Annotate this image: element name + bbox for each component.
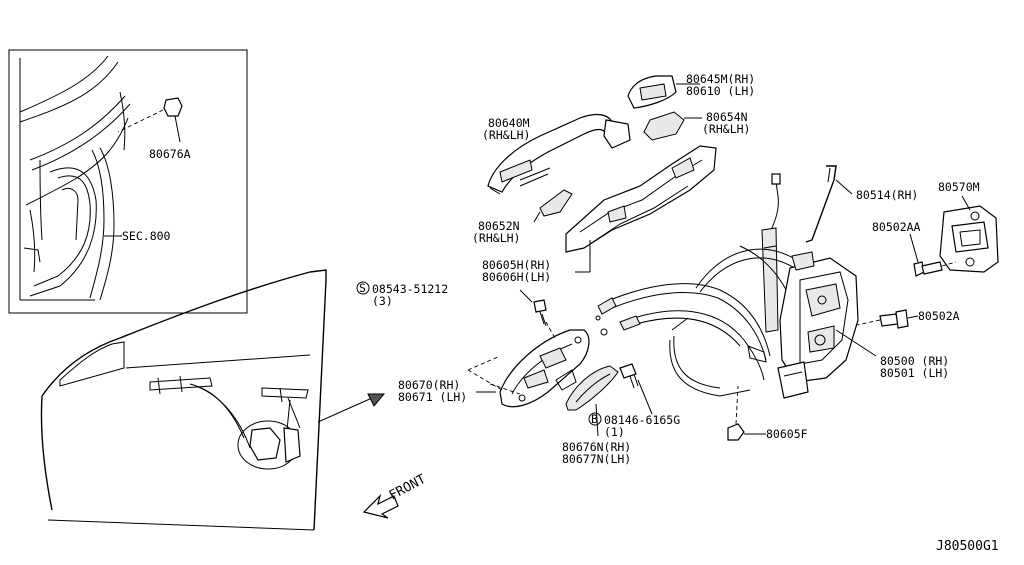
clip-80676A-icon — [163, 97, 183, 117]
inset-frame — [8, 49, 248, 314]
bolt-80502AA — [909, 233, 957, 277]
label-08146: 08146-6165G — [604, 413, 680, 427]
label-80652N-side: (RH&LH) — [472, 231, 520, 245]
outside-handle-80640M — [487, 113, 631, 195]
label-08146-qty: (1) — [604, 425, 625, 439]
inset-detail: 80676A SEC.800 — [8, 49, 248, 314]
front-label: FRONT — [387, 472, 429, 504]
label-sec800: SEC.800 — [122, 229, 171, 243]
gasket-80654N — [643, 111, 702, 141]
screw-marker: S — [359, 281, 366, 295]
label-80501: 80501 (LH) — [880, 366, 949, 380]
gasket-80652N — [533, 189, 573, 223]
label-80654N-side: (RH&LH) — [702, 122, 750, 136]
handle-cap-80645M — [627, 75, 700, 109]
label-80640M-side: (RH&LH) — [482, 128, 530, 142]
label-80676A: 80676A — [149, 147, 191, 161]
label-80514: 80514(RH) — [856, 188, 918, 202]
label-80500: 80500 (RH) — [880, 354, 949, 368]
label-80606H: 80606H(LH) — [482, 270, 551, 284]
part-labels: 80645M(RH) 80610 (LH) 80654N (RH&LH) 806… — [356, 72, 999, 554]
label-08543-qty: (3) — [372, 294, 393, 308]
label-80605F: 80605F — [766, 427, 808, 441]
bolt-08146 — [619, 363, 653, 415]
label-80570M: 80570M — [938, 180, 980, 194]
label-80645M: 80645M(RH) — [686, 72, 755, 86]
label-80652N: 80652N — [478, 219, 520, 233]
label-08543: 08543-51212 — [372, 282, 448, 296]
label-80640M: 80640M — [488, 116, 530, 130]
door-lock-80500 — [777, 251, 877, 399]
label-80502A: 80502A — [918, 309, 960, 323]
label-80676N: 80676N(RH) — [562, 440, 631, 454]
front-arrow-icon — [362, 494, 399, 519]
screw-marker-icon — [356, 281, 370, 295]
clip-80605F — [727, 385, 766, 441]
striker-80570M — [939, 195, 999, 273]
label-80677N: 80677N(LH) — [562, 452, 631, 466]
inside-handle-80670 — [467, 329, 590, 408]
label-80610: 80610 (LH) — [686, 84, 755, 98]
label-80671: 80671 (LH) — [398, 390, 467, 404]
front-indicator: FRONT — [362, 472, 429, 519]
label-80670: 80670(RH) — [398, 378, 460, 392]
lock-rod-80514 — [805, 165, 853, 243]
cables — [595, 173, 841, 397]
drawing-id: J80500G1 — [936, 539, 999, 554]
bolt-marker: B — [591, 412, 598, 426]
label-80605H: 80605H(RH) — [482, 258, 551, 272]
escutcheon-80676N — [565, 365, 619, 437]
vehicle-outline — [40, 269, 327, 531]
bolt-80502A — [851, 309, 919, 329]
handle-frame-80605H — [565, 145, 717, 273]
direction-arrow — [317, 393, 386, 423]
screw-08543 — [519, 289, 557, 341]
label-80502AA: 80502AA — [872, 220, 921, 234]
bolt-marker-icon — [588, 412, 602, 426]
label-80654N: 80654N — [706, 110, 748, 124]
